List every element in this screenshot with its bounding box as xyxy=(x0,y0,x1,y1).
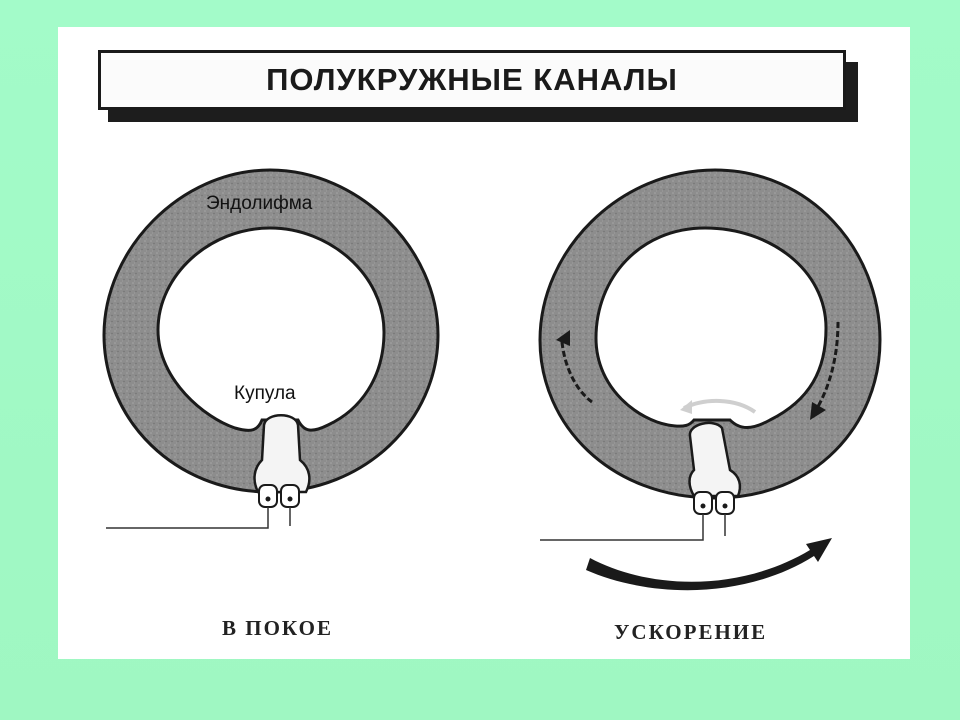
caption-rest: В ПОКОЕ xyxy=(222,616,333,640)
cupula-label: Купула xyxy=(234,383,296,404)
hair-cells-acceleration xyxy=(540,491,735,541)
figure-sheet xyxy=(58,27,910,659)
rotation-arrow xyxy=(586,538,832,591)
cupula-deflection-arrowhead xyxy=(680,400,692,414)
hair-cells-rest xyxy=(106,484,300,529)
canal-at-rest xyxy=(102,168,440,529)
canal-ring-acceleration xyxy=(538,168,882,500)
page-title: ПОЛУКРУЖНЫЕ КАНАЛЫ xyxy=(266,62,678,97)
endolymph-label: Эндолифма xyxy=(206,193,313,214)
title-box: ПОЛУКРУЖНЫЕ КАНАЛЫ xyxy=(98,50,846,110)
caption-acceleration: УСКОРЕНИЕ xyxy=(614,620,768,644)
endolymph-flow-arrows xyxy=(556,321,840,420)
cupula-deflection-arrow xyxy=(683,398,757,414)
cupula-acceleration xyxy=(688,421,742,498)
cupula-rest xyxy=(253,414,311,494)
canal-acceleration xyxy=(538,168,882,591)
